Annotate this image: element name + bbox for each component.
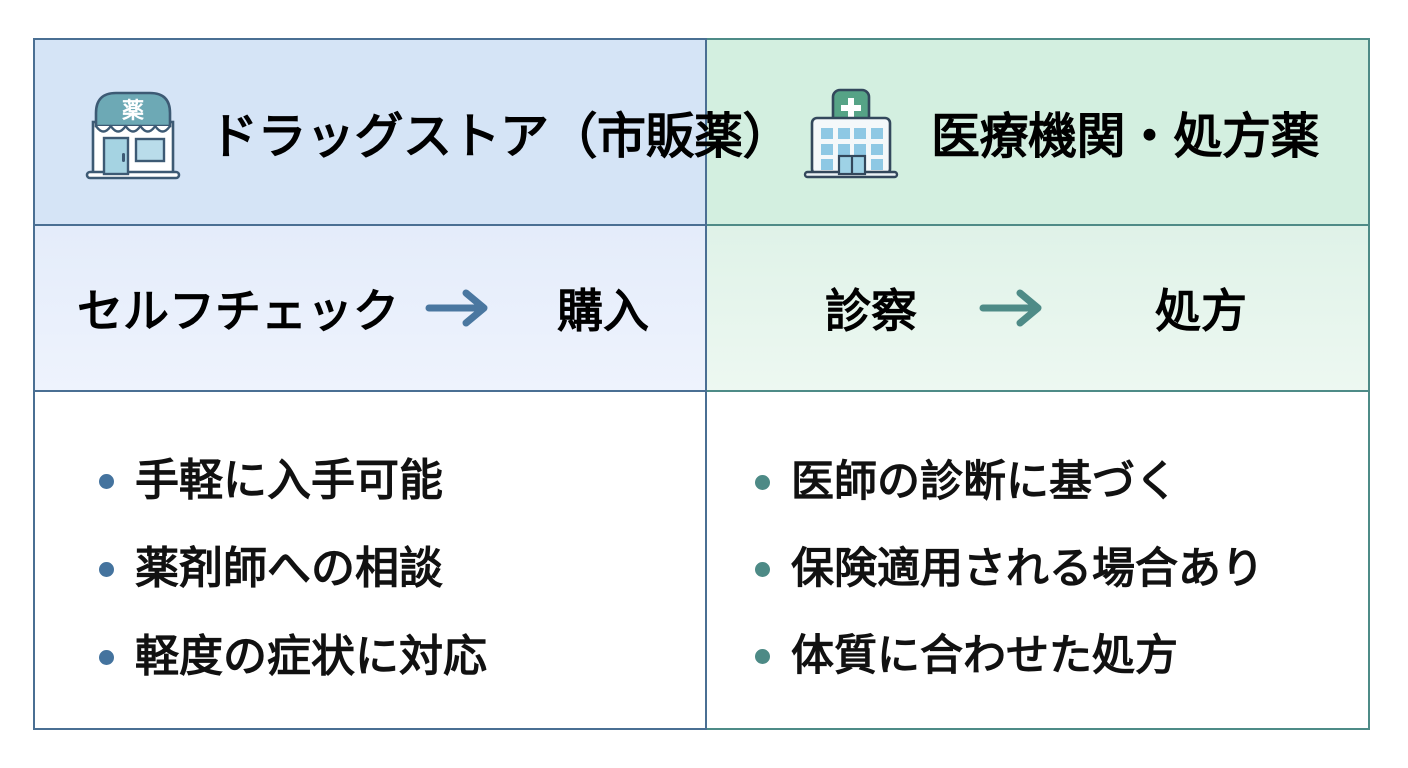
list-item: 保険適用される場合あり	[755, 544, 1368, 593]
list-item: 医師の診断に基づく	[755, 457, 1368, 506]
header-cell-otc-inner: 薬 ドラッグストア（市販薬）	[35, 40, 792, 224]
header-title-otc: ドラッグストア（市販薬）	[209, 109, 792, 164]
list-item: 手軽に入手可能	[99, 459, 705, 503]
drugstore-icon: 薬	[71, 77, 195, 187]
table-flow-row: セルフチェック 購入 診察	[33, 224, 1370, 392]
list-item-label: 保険適用される場合あり	[791, 544, 1264, 593]
header-cell-prescription-inner: 医療機関・処方薬	[707, 40, 1368, 224]
list-item-label: 医師の診断に基づく	[791, 457, 1178, 506]
svg-text:薬: 薬	[122, 98, 144, 123]
list-item-label: 体質に合わせた処方	[791, 631, 1178, 680]
list-item: 軽度の症状に対応	[99, 635, 705, 679]
flow-otc: セルフチェック 購入	[35, 226, 705, 390]
list-item: 薬剤師への相談	[99, 547, 705, 591]
header-title-prescription: 医療機関・処方薬	[931, 109, 1320, 164]
flow-step-prescription-1: 診察	[825, 285, 917, 337]
flow-prescription: 診察 処方	[707, 226, 1368, 390]
table-header-row: 薬 ドラッグストア（市販薬）	[33, 38, 1370, 226]
bullets-cell-otc: 手軽に入手可能 薬剤師への相談 軽度の症状に対応	[33, 390, 707, 730]
bullet-dot-icon	[99, 473, 114, 489]
flow-cell-prescription: 診察 処方	[705, 224, 1370, 392]
list-item: 体質に合わせた処方	[755, 631, 1368, 680]
bullet-dot-icon	[755, 474, 770, 490]
list-item-label: 手軽に入手可能	[135, 456, 443, 505]
bullet-dot-icon	[755, 648, 770, 664]
bullet-dot-icon	[755, 561, 770, 577]
flow-step-otc-2: 購入	[557, 285, 649, 337]
arrow-right-icon-prescription	[979, 288, 1049, 328]
bullet-dot-icon	[99, 649, 114, 665]
comparison-table: 薬 ドラッグストア（市販薬）	[33, 38, 1370, 730]
flow-step-otc-1: セルフチェック	[77, 285, 399, 337]
hospital-icon	[793, 77, 909, 187]
flow-step-prescription-2: 処方	[1155, 285, 1247, 337]
list-item-label: 軽度の症状に対応	[135, 632, 487, 681]
bullet-dot-icon	[99, 561, 114, 577]
bullet-list-prescription: 医師の診断に基づく 保険適用される場合あり 体質に合わせた処方	[707, 392, 1368, 728]
arrow-right-icon-otc	[425, 288, 495, 328]
table-bullets-row: 手軽に入手可能 薬剤師への相談 軽度の症状に対応	[33, 390, 1370, 730]
header-cell-prescription: 医療機関・処方薬	[705, 38, 1370, 226]
flow-cell-otc: セルフチェック 購入	[33, 224, 707, 392]
bullet-list-otc: 手軽に入手可能 薬剤師への相談 軽度の症状に対応	[35, 392, 705, 728]
header-cell-otc: 薬 ドラッグストア（市販薬）	[33, 38, 792, 226]
bullets-cell-prescription: 医師の診断に基づく 保険適用される場合あり 体質に合わせた処方	[705, 390, 1370, 730]
list-item-label: 薬剤師への相談	[135, 544, 443, 593]
